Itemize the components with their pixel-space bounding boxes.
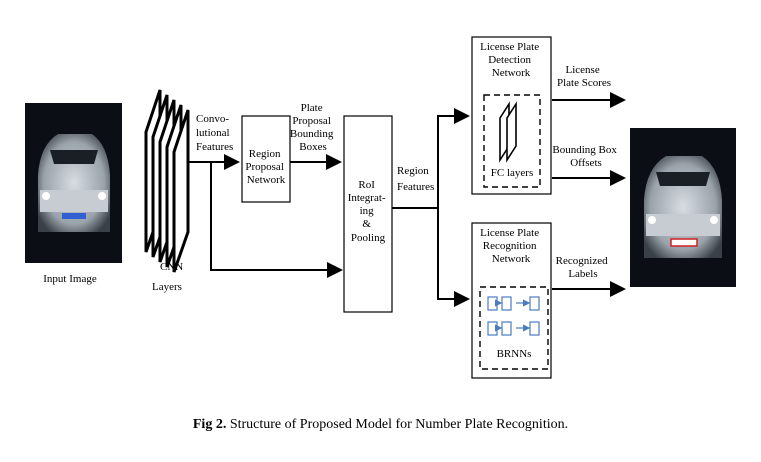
branch-arrows bbox=[392, 108, 470, 307]
output-arrows bbox=[552, 92, 626, 297]
input-image-label: Input Image bbox=[43, 273, 97, 285]
input-image bbox=[25, 103, 122, 263]
roi-label: RoI Integrat- ing & Pooling bbox=[348, 179, 389, 244]
detection-network-label: License Plate Detection Network bbox=[480, 41, 542, 79]
fc-layers-icon bbox=[499, 101, 517, 163]
recognition-network-label: License Plate Recognition Network bbox=[480, 227, 542, 265]
cnn-layers-label: CNN Layers bbox=[152, 261, 186, 293]
fc-layers-label: FC layers bbox=[491, 167, 533, 179]
output-image bbox=[630, 128, 736, 287]
cnn-output-arrows bbox=[189, 154, 343, 278]
region-features-label: Region Features bbox=[397, 165, 434, 193]
brnns-label: BRNNs bbox=[497, 348, 532, 360]
region-proposal-label: Region Proposal Network bbox=[245, 148, 286, 186]
bbox-offsets-label: Bounding Box Offsets bbox=[552, 144, 619, 169]
brnns-dashed-box bbox=[479, 286, 549, 370]
fc-layers-dashed-box bbox=[483, 94, 541, 188]
caption-text: Structure of Proposed Model for Number P… bbox=[226, 417, 569, 432]
brnns-icon bbox=[487, 296, 540, 336]
recognized-labels-label: Recognized Labels bbox=[556, 255, 611, 280]
figure-caption: Fig 2. Structure of Proposed Model for N… bbox=[0, 417, 761, 433]
conv-features-label: Convo- lutional Features bbox=[196, 113, 233, 153]
roi-box bbox=[343, 115, 393, 313]
plate-proposal-label: Plate Proposal Bounding Boxes bbox=[290, 102, 336, 153]
cnn-layers-icon bbox=[144, 89, 190, 273]
plate-scores-label: License Plate Scores bbox=[557, 64, 611, 89]
region-proposal-box bbox=[241, 115, 291, 203]
caption-prefix: Fig 2. bbox=[192, 417, 227, 432]
